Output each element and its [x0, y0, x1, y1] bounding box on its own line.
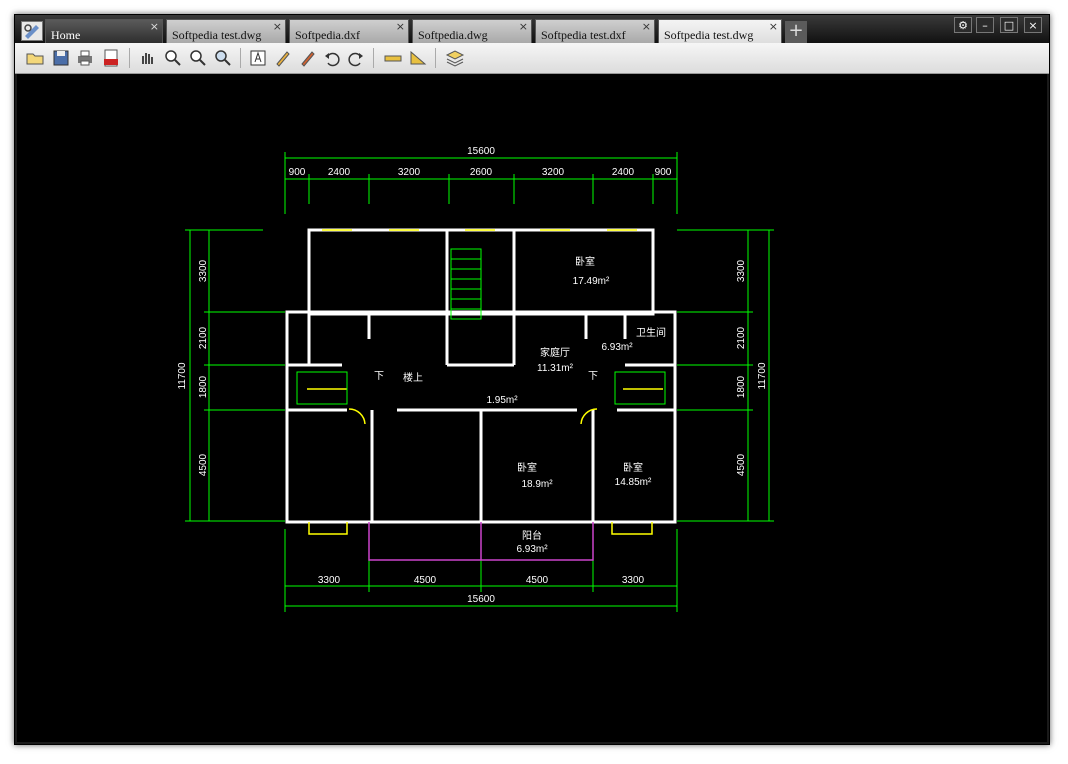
dim-top-6: 2400	[612, 167, 635, 178]
tab-label: Softpedia test.dwg	[172, 28, 262, 42]
floor-plan-drawing: 15600 900 2400 3200 2600 3200 2400 900 3…	[177, 146, 774, 612]
tab-softpedia-test-dxf[interactable]: Softpedia test.dxf ×	[535, 19, 655, 43]
room-hall-area: 1.95m²	[486, 395, 518, 406]
drawing-canvas[interactable]: 15600 900 2400 3200 2600 3200 2400 900 3…	[17, 74, 1047, 742]
dim-total-top: 15600	[467, 146, 495, 157]
dim-top-5: 3200	[542, 167, 565, 178]
tab-softpedia-test-dwg-active[interactable]: Softpedia test.dwg ×	[658, 19, 782, 43]
room-bathroom-area: 6.93m²	[601, 342, 633, 353]
tab-home[interactable]: Home ×	[45, 19, 163, 43]
dim-bottom-4: 3300	[622, 575, 645, 586]
dim-left-2: 2100	[198, 326, 209, 349]
dim-left-4: 4500	[198, 453, 209, 476]
tab-close-icon[interactable]: ×	[395, 20, 405, 33]
layers-icon[interactable]	[445, 48, 465, 68]
dim-left-1: 3300	[198, 259, 209, 282]
tab-label: Softpedia.dwg	[418, 28, 488, 42]
tab-label: Softpedia.dxf	[295, 28, 360, 42]
dim-top-7: 900	[655, 167, 672, 178]
minimize-button[interactable]: –	[976, 17, 994, 33]
dim-left-total: 11700	[177, 362, 188, 390]
measure-length-icon[interactable]	[383, 48, 403, 68]
save-icon[interactable]	[51, 48, 71, 68]
balcony-outline	[368, 522, 594, 561]
open-folder-icon[interactable]	[25, 48, 45, 68]
room-bedroom-right-name: 卧室	[623, 461, 643, 474]
zoom-in-out-icon[interactable]	[163, 48, 183, 68]
dim-total-bottom: 15600	[467, 594, 495, 605]
room-family-name: 家庭厅	[540, 346, 570, 359]
toolbar-separator	[240, 48, 241, 68]
zoom-extents-icon[interactable]	[213, 48, 233, 68]
close-button[interactable]: ×	[1024, 17, 1042, 33]
dim-right-total: 11700	[757, 362, 768, 390]
tab-close-icon[interactable]: ×	[768, 20, 778, 33]
dim-right-3: 1800	[736, 375, 747, 398]
maximize-button[interactable]: □	[1000, 17, 1018, 33]
room-bedroom-mid-area: 18.9m²	[521, 479, 553, 490]
room-bedroom-right-area: 14.85m²	[615, 477, 652, 488]
room-bedroom-top-name: 卧室	[575, 255, 595, 268]
dim-bottom-3: 4500	[526, 575, 549, 586]
redo-icon[interactable]	[346, 48, 366, 68]
dim-top-2: 2400	[328, 167, 351, 178]
tab-label: Home	[51, 28, 81, 42]
tab-label: Softpedia test.dxf	[541, 28, 626, 42]
room-labels: 卧室 17.49m² 卫生间 6.93m² 家庭厅 11.31m² 下 楼上 下…	[374, 255, 666, 555]
stair-up-label: 楼上	[403, 371, 423, 384]
toolbar-separator	[373, 48, 374, 68]
room-family-area: 11.31m²	[537, 363, 574, 374]
stair-down-right-label: 下	[588, 371, 598, 382]
tab-close-icon[interactable]: ×	[518, 20, 528, 33]
tab-softpedia-dxf[interactable]: Softpedia.dxf ×	[289, 19, 409, 43]
new-tab-button[interactable]: +	[785, 21, 807, 43]
print-icon[interactable]	[75, 48, 95, 68]
measure-area-icon[interactable]	[408, 48, 428, 68]
app-logo-icon[interactable]	[21, 21, 43, 41]
tab-softpedia-dwg[interactable]: Softpedia.dwg ×	[412, 19, 532, 43]
room-balcony-name: 阳台	[522, 529, 542, 542]
toolbar	[15, 43, 1049, 74]
stairs	[296, 248, 666, 405]
text-icon[interactable]	[248, 48, 268, 68]
room-bathroom-name: 卫生间	[636, 326, 666, 339]
markup-icon[interactable]	[298, 48, 318, 68]
tab-label: Softpedia test.dwg	[664, 28, 754, 42]
room-bedroom-top-area: 17.49m²	[573, 276, 610, 287]
dim-top-4: 2600	[470, 167, 493, 178]
dim-bottom-2: 4500	[414, 575, 437, 586]
tab-close-icon[interactable]: ×	[641, 20, 651, 33]
pencil-icon[interactable]	[273, 48, 293, 68]
app-window: Home × Softpedia test.dwg × Softpedia.dx…	[14, 14, 1050, 745]
windows	[307, 229, 663, 535]
tab-bar: Home × Softpedia test.dwg × Softpedia.dx…	[15, 15, 1049, 43]
undo-icon[interactable]	[322, 48, 342, 68]
dimension-labels: 15600 900 2400 3200 2600 3200 2400 900 3…	[177, 146, 768, 605]
tab-close-icon[interactable]: ×	[272, 20, 282, 33]
settings-icon[interactable]: ⚙	[954, 17, 972, 33]
dim-right-2: 2100	[736, 326, 747, 349]
room-bedroom-mid-name: 卧室	[517, 461, 537, 474]
zoom-window-icon[interactable]	[188, 48, 208, 68]
toolbar-separator	[129, 48, 130, 68]
tab-softpedia-test-dwg[interactable]: Softpedia test.dwg ×	[166, 19, 286, 43]
toolbar-separator	[435, 48, 436, 68]
stair-down-left-label: 下	[374, 371, 384, 382]
dim-top-3: 3200	[398, 167, 421, 178]
dimension-lines	[185, 152, 774, 612]
room-balcony-area: 6.93m²	[516, 544, 548, 555]
dim-right-1: 3300	[736, 259, 747, 282]
tab-close-icon[interactable]: ×	[149, 20, 159, 33]
dim-left-3: 1800	[198, 375, 209, 398]
dim-right-4: 4500	[736, 453, 747, 476]
dim-bottom-1: 3300	[318, 575, 341, 586]
pan-icon[interactable]	[137, 48, 157, 68]
dim-top-1: 900	[289, 167, 306, 178]
export-pdf-icon[interactable]	[101, 48, 121, 68]
